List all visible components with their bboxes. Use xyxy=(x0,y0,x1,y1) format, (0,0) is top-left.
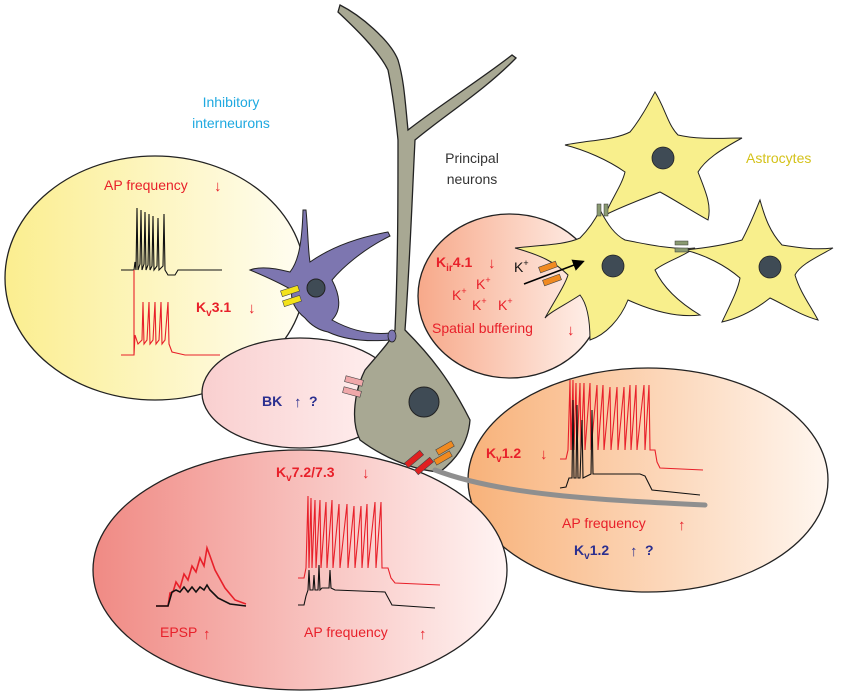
kv7-trace-black xyxy=(298,564,436,609)
inhibitory-label-1: Inhibitory xyxy=(203,94,260,110)
kv72-label: Kv7.2/7.3 xyxy=(276,464,335,484)
down-arrow-icon: ↓ xyxy=(362,465,370,482)
astrocyte-middle xyxy=(514,208,702,341)
bk-question: ? xyxy=(309,393,318,409)
kir-channel xyxy=(538,260,562,287)
down-arrow-icon: ↓ xyxy=(214,178,222,195)
spatial-buffering-label: Spatial buffering xyxy=(432,320,533,336)
up-arrow-icon: ↑ xyxy=(294,394,302,411)
kv7-trace-red xyxy=(298,495,441,586)
principal-label-1: Principal xyxy=(445,150,499,166)
principal-neuron xyxy=(337,4,517,473)
interneuron-ap-frequency: AP frequency xyxy=(104,177,188,193)
kv31-label: Kv3.1 xyxy=(196,299,231,319)
up-arrow-icon: ↑ xyxy=(630,543,638,560)
down-arrow-icon: ↓ xyxy=(248,300,256,317)
interneuron xyxy=(248,209,391,342)
kv7-ap-frequency: AP frequency xyxy=(304,624,388,640)
down-arrow-icon: ↓ xyxy=(488,255,496,272)
k-ion-label: K+ xyxy=(514,258,529,275)
k-flux-arrow xyxy=(523,259,585,285)
kv31-channel xyxy=(280,284,302,308)
astrocytes-label: Astrocytes xyxy=(746,150,811,166)
kv72-channel xyxy=(403,449,435,476)
principal-label-2: neurons xyxy=(447,171,498,187)
inhibitory-label-2: interneurons xyxy=(192,115,270,131)
up-arrow-icon: ↑ xyxy=(419,626,427,643)
svg-text:K+: K+ xyxy=(452,286,467,303)
kir41-label: Kir4.1 xyxy=(436,254,472,274)
kv12-trace-black xyxy=(559,399,701,496)
down-arrow-icon: ↓ xyxy=(540,446,548,463)
up-arrow-icon: ↑ xyxy=(203,626,211,643)
astrocyte-top xyxy=(564,91,743,221)
down-arrow-icon: ↓ xyxy=(567,322,575,339)
interneuron-trace-black xyxy=(121,207,222,276)
gap-junction-top xyxy=(596,203,609,217)
astrocyte-right xyxy=(684,198,834,323)
svg-text:K+: K+ xyxy=(476,275,491,292)
kv7-panel xyxy=(92,449,508,691)
kv12-question: ? xyxy=(645,542,654,558)
kv12-channel xyxy=(433,440,455,466)
bk-channel xyxy=(342,375,364,398)
svg-text:K+: K+ xyxy=(472,296,487,313)
bk-label: BK xyxy=(262,393,282,409)
k-ions-cluster: K+ K+ K+ K+ xyxy=(452,275,513,313)
interneuron-trace-red xyxy=(121,270,220,356)
kv12-label: Kv1.2 xyxy=(486,445,521,465)
gap-junction-side xyxy=(674,240,689,253)
principal-nucleus xyxy=(408,386,440,418)
kv12-blue-label: Kv1.2 xyxy=(574,542,609,562)
epsp-trace-black xyxy=(156,583,247,607)
kv12-ap-frequency: AP frequency xyxy=(562,515,646,531)
svg-text:K+: K+ xyxy=(498,296,513,313)
up-arrow-icon: ↑ xyxy=(678,517,686,534)
interneuron-nucleus xyxy=(306,278,326,298)
epsp-label: EPSP xyxy=(160,624,197,640)
synapse-bouton xyxy=(387,329,397,343)
axon xyxy=(432,467,708,508)
